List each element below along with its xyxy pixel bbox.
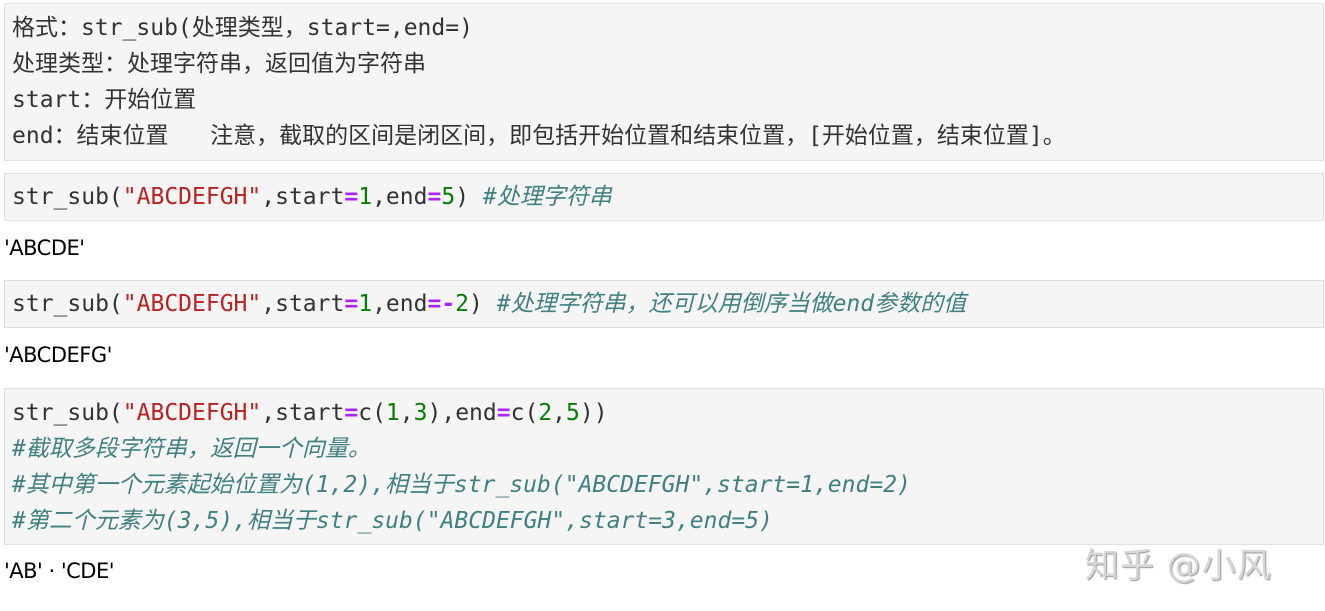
code-token-arg: ,start xyxy=(261,184,345,210)
code-token-fn: str_sub( xyxy=(12,400,123,426)
code-token-paren: ) xyxy=(455,184,483,210)
code-token-string: "ABCDEFGH" xyxy=(122,184,262,210)
code-line: str_sub("ABCDEFGH",start=1,end=-2) #处理字符… xyxy=(12,286,966,322)
code-token-fn: c( xyxy=(358,400,386,426)
zhihu-watermark: 知乎 @小风 xyxy=(1085,546,1272,586)
code-comment: #第二个元素为(3,5),相当于str_sub("ABCDEFGH",start… xyxy=(12,508,773,534)
start-line: start：开始位置 xyxy=(12,87,197,113)
cell-output-3: 'AB' · 'CDE' xyxy=(4,559,115,583)
code-token-fn: str_sub( xyxy=(12,291,123,317)
code-token-number: 5 xyxy=(441,184,456,210)
code-line: str_sub("ABCDEFGH",start=c(1,3),end=c(2,… xyxy=(12,395,608,431)
code-token-paren: )) xyxy=(579,400,608,426)
code-comment: #处理字符串 xyxy=(482,184,612,210)
code-token-arg: ,end xyxy=(372,291,428,317)
code-token-operator: = xyxy=(344,291,359,317)
code-comment: #处理字符串，还可以用倒序当做end参数的值 xyxy=(496,291,967,317)
code-token-fn: str_sub( xyxy=(12,184,123,210)
code-token-operator: = xyxy=(344,400,359,426)
code-token-operator: = xyxy=(344,184,359,210)
code-token-fn: c( xyxy=(510,400,539,426)
code-comment: #截取多段字符串，返回一个向量。 xyxy=(12,436,371,462)
cell-output-1: 'ABCDE' xyxy=(4,236,85,260)
code-token-arg: ),end xyxy=(427,400,497,426)
code-token-operator: =- xyxy=(427,291,456,317)
code-token-string: "ABCDEFGH" xyxy=(122,291,262,317)
code-token-arg: ,start xyxy=(261,400,345,426)
code-token-string: "ABCDEFGH" xyxy=(122,400,262,426)
code-token-number: 3 xyxy=(413,400,428,426)
code-token-number: 2 xyxy=(538,400,553,426)
code-token-number: 1 xyxy=(358,184,373,210)
code-line: str_sub("ABCDEFGH",start=1,end=5) #处理字符串 xyxy=(12,179,612,215)
type-line: 处理类型：处理字符串，返回值为字符串 xyxy=(12,51,426,77)
code-token-paren: ) xyxy=(469,291,497,317)
code-token-number: 1 xyxy=(358,291,373,317)
code-token-arg: ,start xyxy=(261,291,345,317)
end-line: end：结束位置 注意，截取的区间是闭区间，即包括开始位置和结束位置，[开始位置… xyxy=(12,123,1066,149)
code-cell-3[interactable]: str_sub("ABCDEFGH",start=c(1,3),end=c(2,… xyxy=(4,388,1324,545)
code-token-comma: , xyxy=(399,400,414,426)
raw-cell-format-description[interactable]: 格式：str_sub(处理类型，start=,end=) 处理类型：处理字符串，… xyxy=(4,3,1324,161)
code-token-operator: = xyxy=(496,400,511,426)
code-token-number: 1 xyxy=(385,400,400,426)
code-token-arg: ,end xyxy=(372,184,428,210)
code-cell-2[interactable]: str_sub("ABCDEFGH",start=1,end=-2) #处理字符… xyxy=(4,280,1324,328)
format-line: 格式：str_sub(处理类型，start=,end=) xyxy=(12,15,473,41)
code-token-number: 2 xyxy=(455,291,470,317)
code-token-number: 5 xyxy=(566,400,580,426)
code-token-comma: , xyxy=(552,400,567,426)
code-cell-1[interactable]: str_sub("ABCDEFGH",start=1,end=5) #处理字符串 xyxy=(4,173,1324,221)
cell-output-2: 'ABCDEFG' xyxy=(4,343,112,367)
code-comment: #其中第一个元素起始位置为(1,2),相当于str_sub("ABCDEFGH"… xyxy=(12,472,911,498)
code-token-operator: = xyxy=(427,184,442,210)
